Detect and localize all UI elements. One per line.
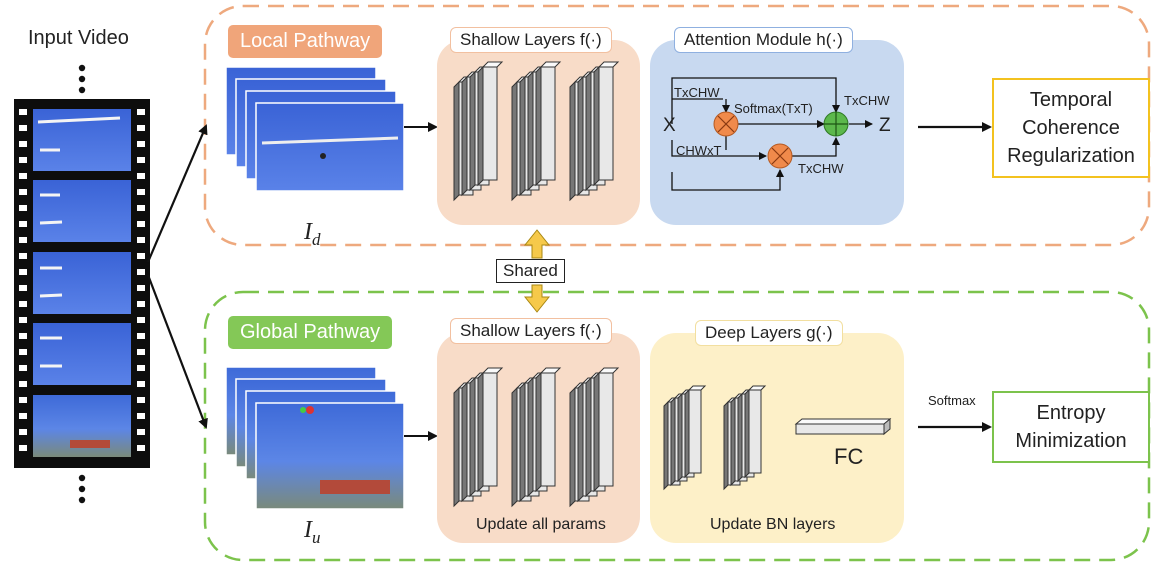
- shared-double-arrow: [523, 229, 551, 313]
- arrow-film-to-global: [146, 274, 208, 429]
- global-shallow-title: Shallow Layers f(·): [450, 318, 612, 344]
- local-pathway-label: Local Pathway: [228, 25, 383, 58]
- attention-x: X: [663, 115, 676, 136]
- film-strip: [14, 99, 150, 468]
- local-shallow-layer-stacks: [453, 61, 620, 202]
- softmax-label: Softmax: [928, 393, 976, 408]
- attention-connectors: [671, 77, 873, 191]
- local-input-symbol-base: I: [304, 219, 312, 245]
- global-input-symbol-subscript: u: [312, 527, 321, 547]
- attention-title: Attention Module h(·): [674, 27, 853, 53]
- local-input-symbol: Id: [304, 219, 321, 250]
- global-input-symbol-base: I: [304, 517, 312, 543]
- local-clip-frames: [225, 66, 405, 192]
- global-pathway-label: Global Pathway: [228, 316, 393, 349]
- global-shallow-note: Update all params: [476, 516, 606, 533]
- input-video-title: Input Video: [28, 27, 129, 49]
- attention-z: Z: [879, 115, 891, 136]
- global-shallow-layer-stacks: [453, 367, 620, 508]
- local-input-symbol-subscript: d: [312, 229, 321, 249]
- deep-title: Deep Layers g(·): [695, 320, 843, 346]
- shared-label: Shared: [496, 259, 565, 283]
- ellipsis-top-dots: [78, 64, 86, 94]
- ellipsis-bottom-dots: [78, 474, 86, 504]
- attention-txchw-top: TxCHW: [674, 85, 720, 100]
- deep-layer-stacks: [663, 385, 767, 491]
- arrow-film-to-local: [146, 124, 208, 263]
- fc-layer: [794, 417, 892, 436]
- attention-txchw-right: TxCHW: [844, 93, 890, 108]
- global-input-symbol: Iu: [304, 517, 321, 548]
- temporal-coherence-box: Temporal Coherence Regularization: [992, 78, 1150, 178]
- deep-note: Update BN layers: [710, 516, 836, 533]
- fc-label: FC: [834, 444, 864, 469]
- local-shallow-title: Shallow Layers f(·): [450, 27, 612, 53]
- attention-txchw-bottom: TxCHW: [798, 161, 844, 176]
- attention-chwxt: CHWxT: [676, 143, 722, 158]
- deep-block: [650, 333, 904, 543]
- entropy-minimization-box: Entropy Minimization: [992, 391, 1150, 463]
- attention-softmax: Softmax(TxT): [734, 101, 813, 116]
- global-clip-frames: [225, 366, 405, 510]
- attention-block: [650, 40, 904, 225]
